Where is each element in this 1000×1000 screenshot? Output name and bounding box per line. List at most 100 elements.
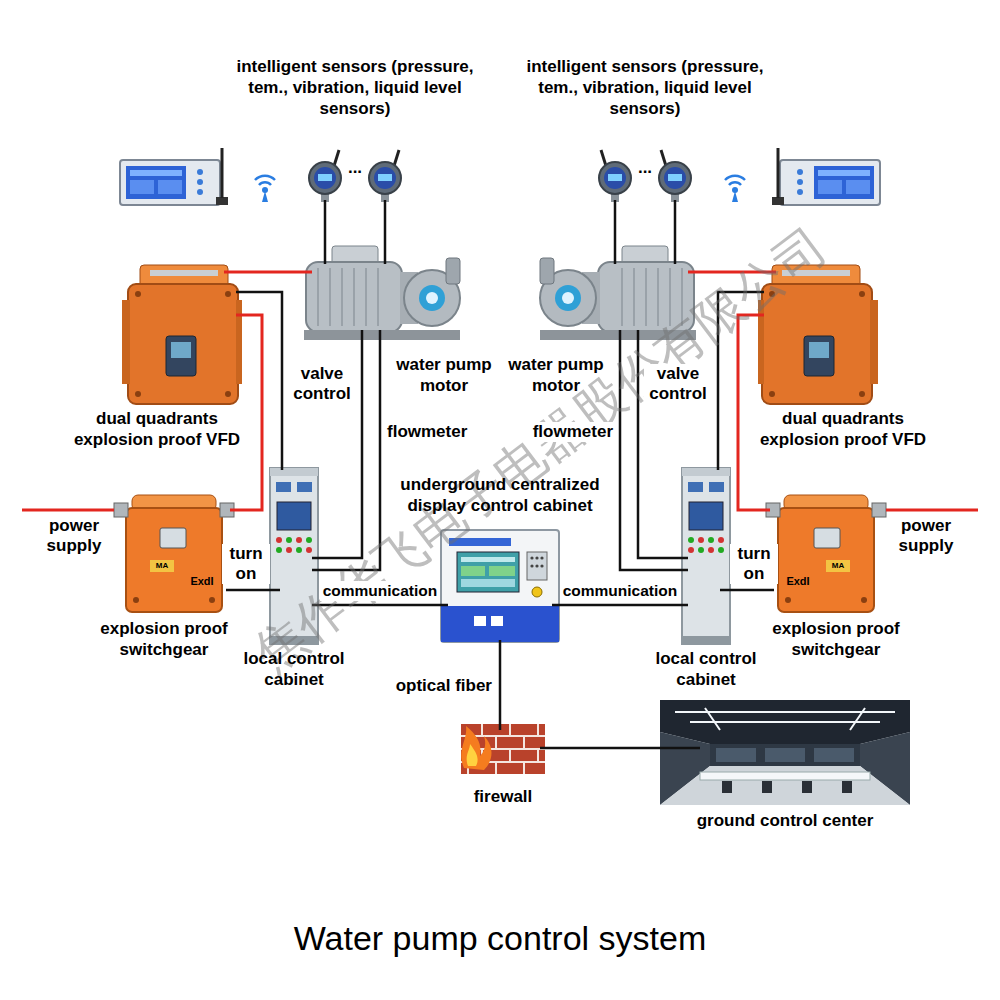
centralized-cabinet-part	[441, 606, 559, 642]
wire-stub	[717, 464, 720, 470]
wire-stub	[651, 557, 688, 560]
device-label: underground centralized display control …	[385, 474, 615, 516]
wire-stub	[384, 200, 387, 214]
ma-mark: MA	[150, 561, 174, 571]
power-wire	[238, 315, 262, 510]
sensor-part	[318, 174, 332, 181]
pump-motor-part	[318, 268, 378, 326]
signal-wire	[553, 747, 656, 750]
pump-motor-part	[419, 285, 445, 311]
firewall-icon-part	[461, 726, 491, 770]
vfd-part	[225, 291, 231, 297]
device-node: intelligent sensors (pressure, tem., vib…	[522, 52, 768, 214]
wire-stub	[296, 271, 312, 274]
local-cabinet-part	[306, 547, 312, 553]
wireless-icon-part	[255, 176, 275, 180]
control-center-photo-part	[660, 700, 910, 744]
ellipsis: ...	[341, 158, 369, 178]
device-node: explosion proof switchgear	[764, 490, 910, 666]
device-label: explosion proof switchgear	[764, 618, 908, 660]
local-cabinet-part	[297, 482, 312, 492]
centralized-cabinet-part	[461, 579, 515, 587]
pump-motor-part	[304, 330, 460, 340]
wire-stub	[674, 238, 677, 264]
wire-stub	[764, 589, 774, 592]
centralized-cabinet-part	[489, 566, 515, 576]
wireless-display-part	[120, 160, 220, 205]
sensor-part	[314, 167, 336, 189]
device-label: explosion proof switchgear	[92, 618, 236, 660]
ma-mark: MA	[826, 561, 850, 571]
wire-stub	[651, 569, 688, 572]
device-label: local control cabinet	[239, 648, 349, 690]
signal-wire	[324, 214, 327, 238]
sensor-part	[374, 167, 396, 189]
wire-stub	[656, 747, 700, 750]
device-label: ground control center	[656, 810, 914, 831]
wire-stub	[614, 200, 617, 214]
control-center-photo-part	[762, 781, 772, 793]
local-cabinet-part	[270, 468, 318, 476]
supply-label: power supply	[888, 516, 964, 557]
wire-stub	[384, 238, 387, 264]
wire-stub	[379, 330, 382, 404]
wire-stub	[361, 330, 364, 404]
centralized-cabinet-part	[491, 616, 503, 626]
wireless-icon	[255, 176, 275, 202]
power-wire	[256, 271, 296, 274]
vfd-part	[171, 342, 191, 358]
firewall-icon-part	[461, 724, 545, 774]
centralized-cabinet-part	[530, 564, 533, 567]
ex-mark: ExdI	[780, 575, 816, 588]
wire-stub	[281, 464, 284, 470]
switchgear-part	[133, 597, 139, 603]
vfd-part	[225, 391, 231, 397]
signal-wire	[614, 214, 617, 238]
centralized-cabinet-part	[540, 556, 543, 559]
wireless-display-part	[221, 148, 224, 198]
control-center-photo-part	[814, 748, 854, 762]
pump-motor-part	[446, 258, 460, 284]
switchgear-part	[160, 528, 186, 548]
device-node: ground control center	[656, 696, 916, 836]
control-center-photo-part	[660, 700, 910, 805]
ellipsis: ...	[631, 158, 659, 178]
sensor-part	[394, 150, 399, 166]
local-cabinet-part	[306, 537, 312, 543]
local-cabinet-part	[296, 537, 302, 543]
wire-label: valve control	[644, 364, 712, 404]
control-center-photo	[660, 700, 910, 805]
wire-label: turn on	[730, 544, 778, 584]
signal-wire	[674, 214, 677, 238]
control-center-photo-part	[765, 748, 805, 762]
local-cabinet-part	[276, 482, 291, 492]
local-cabinet-part	[286, 547, 292, 553]
wireless-icon-part	[259, 182, 271, 185]
pump-motor	[304, 246, 460, 340]
wireless-display-part	[126, 166, 186, 199]
centralized-cabinet-part	[535, 556, 538, 559]
wireless-display-part	[130, 180, 154, 194]
vfd	[122, 265, 242, 404]
centralized-cabinet-part	[461, 557, 515, 562]
wire-label: turn on	[222, 544, 270, 584]
wire-label: valve control	[288, 364, 356, 404]
firewall-icon-part	[467, 744, 478, 766]
signal-wire	[499, 648, 502, 718]
wire-stub	[499, 718, 502, 730]
vfd-part	[166, 336, 196, 376]
control-center-photo-part	[716, 748, 756, 762]
signal-wire	[620, 404, 651, 570]
device-label: dual quadrants explosion proof VFD	[746, 408, 940, 450]
device-label: firewall	[455, 786, 551, 807]
device-node: intelligent sensors (pressure, tem., vib…	[232, 52, 478, 214]
local-cabinet-part	[276, 547, 282, 553]
signal-wire	[638, 404, 651, 558]
control-center-photo-part	[842, 781, 852, 793]
wire-stub	[651, 604, 688, 607]
centralized-cabinet-part	[530, 556, 533, 559]
wireless-display-part	[197, 179, 203, 185]
wireless-display-part	[216, 197, 228, 205]
wire-stub	[688, 271, 704, 274]
device-node: dual quadrants explosion proof VFD	[60, 258, 256, 456]
